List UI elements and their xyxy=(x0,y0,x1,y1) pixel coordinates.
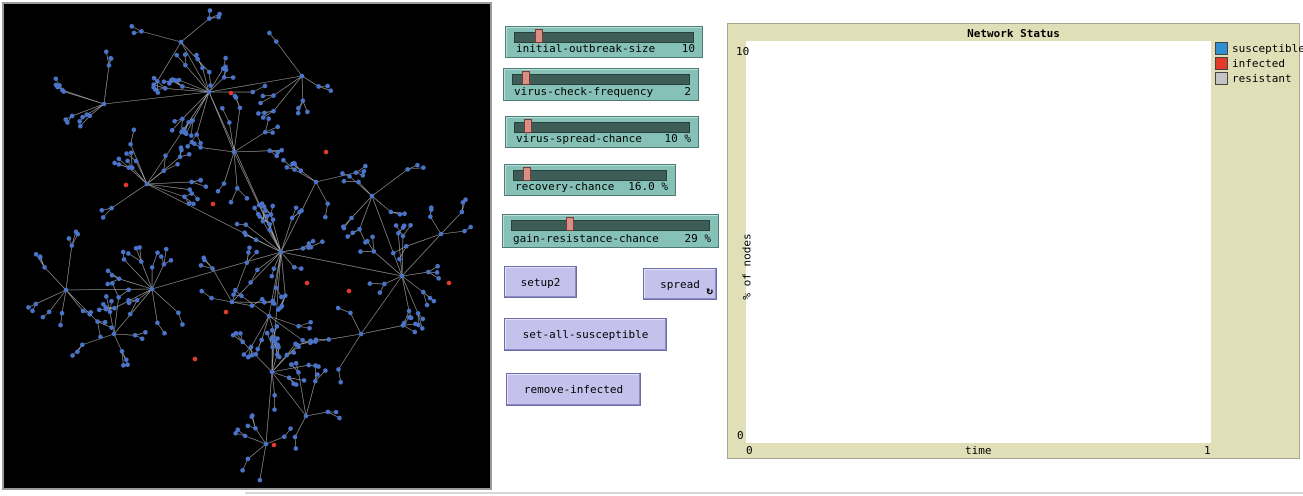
legend-item-susceptible: susceptible xyxy=(1215,41,1303,56)
plot-legend: susceptible infected resistant xyxy=(1215,41,1303,86)
slider-track[interactable] xyxy=(512,74,690,85)
slider-thumb[interactable] xyxy=(534,29,543,43)
legend-item-resistant: resistant xyxy=(1215,71,1303,86)
initial-outbreak-size-slider[interactable]: initial-outbreak-size 10 xyxy=(505,26,703,58)
network-status-plot: Network Status 10 0 0 1 time % of nodes … xyxy=(727,23,1303,459)
slider-label: recovery-chance xyxy=(515,180,615,193)
legend-item-infected: infected xyxy=(1215,56,1303,71)
slider-track[interactable] xyxy=(514,32,694,43)
slider-thumb[interactable] xyxy=(566,217,575,231)
legend-label: resistant xyxy=(1232,72,1292,85)
slider-value: 2 xyxy=(684,85,691,98)
forever-loop-icon: ↻ xyxy=(706,284,713,297)
spread-button[interactable]: spread ↻ xyxy=(643,268,717,300)
slider-value: 29 % xyxy=(684,232,712,245)
virus-check-frequency-slider[interactable]: virus-check-frequency 2 xyxy=(503,68,699,101)
slider-value: 16.0 % xyxy=(628,180,668,193)
plot-area xyxy=(746,41,1211,443)
setup-button[interactable]: setup2 xyxy=(504,266,577,298)
legend-label: infected xyxy=(1232,57,1285,70)
legend-swatch xyxy=(1215,57,1228,70)
spread-button-label: spread xyxy=(660,277,700,291)
y-axis-min: 0 xyxy=(737,429,744,442)
slider-value: 10 xyxy=(681,42,695,55)
slider-thumb[interactable] xyxy=(524,119,533,133)
slider-label: initial-outbreak-size xyxy=(516,42,656,55)
legend-swatch xyxy=(1215,72,1228,85)
gain-resistance-chance-slider[interactable]: gain-resistance-chance 29 % xyxy=(502,214,719,248)
divider xyxy=(245,492,1303,494)
x-axis-min: 0 xyxy=(746,444,753,457)
x-axis-max: 1 xyxy=(1204,444,1211,457)
remove-infected-button[interactable]: remove-infected xyxy=(506,373,641,406)
set-all-susceptible-button[interactable]: set-all-susceptible xyxy=(504,318,667,351)
slider-label: gain-resistance-chance xyxy=(513,232,659,245)
y-axis-label: % of nodes xyxy=(740,233,754,300)
x-axis-label: time xyxy=(965,444,992,457)
legend-label: susceptible xyxy=(1232,42,1303,55)
slider-thumb[interactable] xyxy=(522,71,531,85)
virus-spread-chance-slider[interactable]: virus-spread-chance 10 % xyxy=(505,116,699,148)
slider-label: virus-spread-chance xyxy=(516,132,642,145)
legend-swatch xyxy=(1215,42,1228,55)
network-view[interactable] xyxy=(2,2,492,490)
slider-track[interactable] xyxy=(514,122,690,133)
slider-label: virus-check-frequency xyxy=(514,85,654,98)
slider-track[interactable] xyxy=(513,170,667,181)
slider-track[interactable] xyxy=(511,220,710,231)
slider-thumb[interactable] xyxy=(523,167,532,181)
plot-title: Network Status xyxy=(967,27,1060,40)
network-graph xyxy=(26,8,473,483)
slider-value: 10 % xyxy=(664,132,692,145)
y-axis-max: 10 xyxy=(736,45,750,58)
recovery-chance-slider[interactable]: recovery-chance 16.0 % xyxy=(504,164,676,196)
